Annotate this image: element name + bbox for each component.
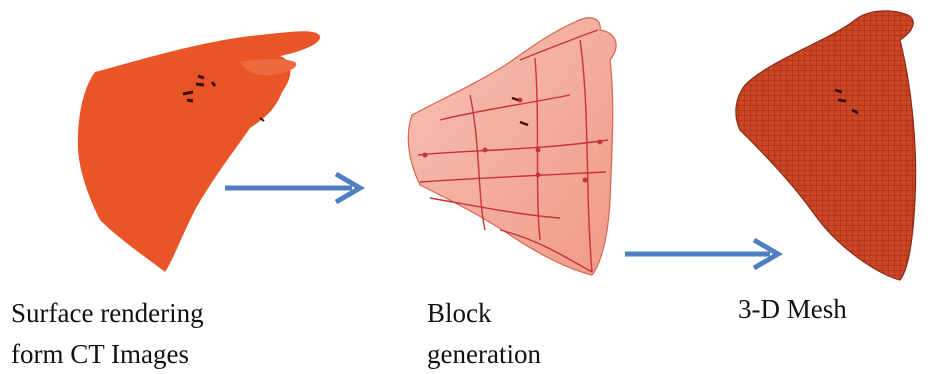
caption-mesh-line-1: 3-D Mesh [738, 289, 847, 330]
caption-surface-rendering: Surface rendering form CT Images [11, 293, 204, 374]
mesh-render [730, 5, 930, 290]
caption-block-line-2: generation [427, 334, 541, 374]
caption-block-generation: Block generation [427, 293, 541, 374]
caption-surface-line-1: Surface rendering [11, 293, 204, 334]
block-generation-render [408, 18, 616, 275]
arrow-right-icon [225, 174, 360, 202]
caption-surface-line-2: form CT Images [11, 334, 204, 374]
surface-render [78, 31, 320, 272]
arrow-right-icon [625, 240, 778, 268]
block-scapula-shape [408, 18, 616, 275]
caption-block-line-1: Block [427, 293, 541, 334]
caption-3d-mesh: 3-D Mesh [738, 289, 847, 330]
